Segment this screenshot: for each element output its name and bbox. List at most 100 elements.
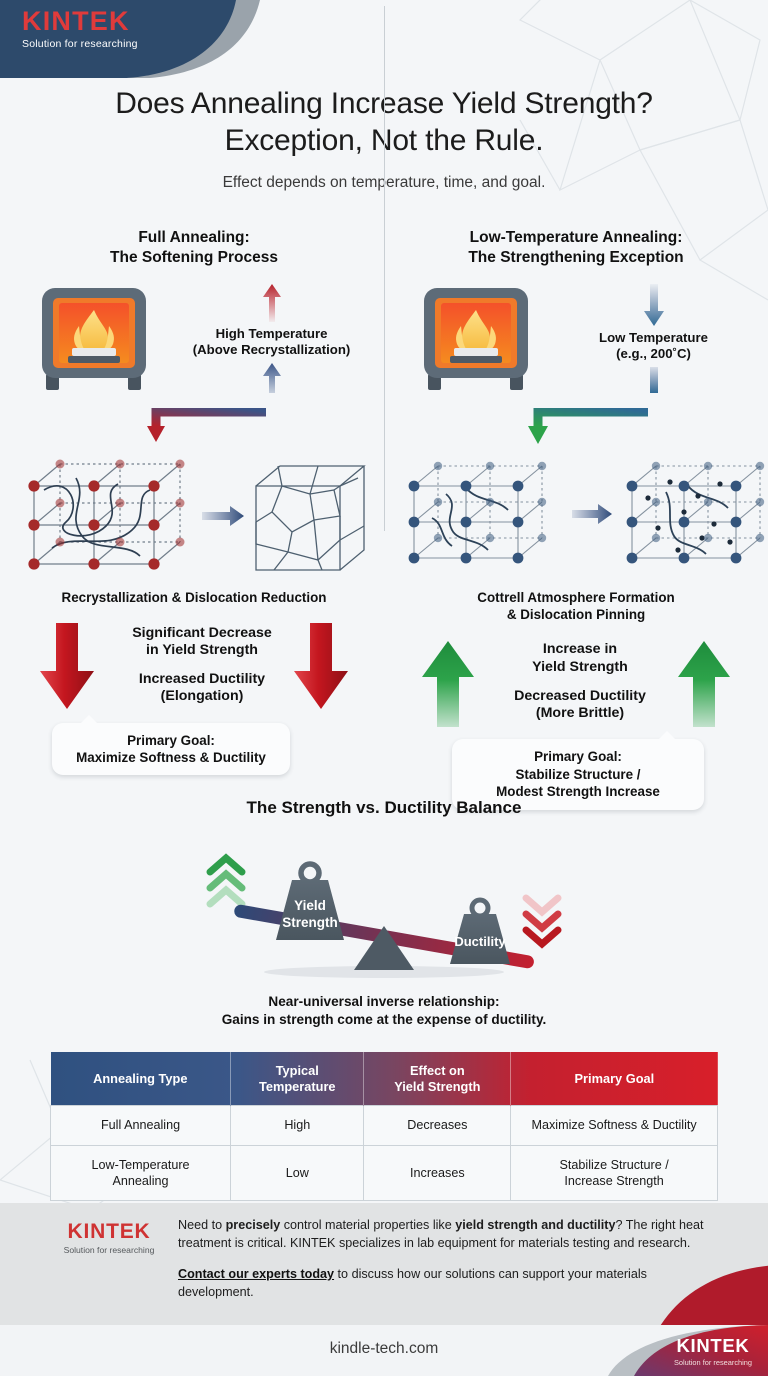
table-header-typical-temperature: Typical Temperature xyxy=(230,1052,365,1106)
contact-experts-link[interactable]: Contact our experts today xyxy=(178,1266,335,1281)
bottom-logo-tagline: Solution for researching xyxy=(673,1357,752,1367)
weight-ductility: Ductility xyxy=(450,897,510,964)
th3-line1: Effect on xyxy=(409,1063,465,1078)
column-heading-right: Low-Temperature Annealing: The Strengthe… xyxy=(386,228,766,268)
bottom-logo: KINTEK Solution for researching xyxy=(673,1335,752,1367)
balance-note-line2: Gains in strength come at the expense of… xyxy=(221,1011,547,1027)
cta-logo: KINTEK Solution for researching xyxy=(46,1221,172,1255)
cta-paragraph-1: Need to precisely control material prope… xyxy=(178,1216,726,1253)
cell-type-1: Low-Temperature Annealing xyxy=(49,1144,232,1202)
outcome-left-2b: (Elongation) xyxy=(160,688,244,705)
cell-temperature-1: Low xyxy=(230,1144,365,1202)
column-heading-right-line2: The Strengthening Exception xyxy=(468,248,684,266)
temperature-label-right-line1: Low Temperature xyxy=(599,329,708,345)
cell-goal-1-line1: Stabilize Structure / xyxy=(559,1157,669,1172)
goal-left-line2: Maximize Softness & Ductility xyxy=(76,749,266,765)
brand-logo-header: KINTEK Solution for researching xyxy=(22,6,138,51)
cta-paragraph-2: Contact our experts today to discuss how… xyxy=(178,1265,726,1302)
furnace-row-right: Low Temperature (e.g., 200˚C) xyxy=(386,283,766,414)
cell-effect-1: Increases xyxy=(363,1144,512,1202)
cta-section: KINTEK Solution for researching Need to … xyxy=(0,1203,768,1325)
outcome-text-right: Increase in Yield Strength Decreased Duc… xyxy=(386,641,766,722)
column-heading-left-line2: The Softening Process xyxy=(110,248,278,266)
goal-right-line1: Primary Goal: xyxy=(534,749,622,765)
cta-logo-name: KINTEK xyxy=(67,1220,151,1243)
arrow-line-blue-icon xyxy=(649,366,658,393)
cell-goal-0: Maximize Softness & Ductility xyxy=(510,1105,718,1146)
lattice-dislocation-red-icon xyxy=(28,459,185,570)
lattice-row-left xyxy=(4,450,384,582)
cta-p1-c: control material properties like xyxy=(280,1218,456,1232)
arrow-up-blue-icon xyxy=(262,362,281,393)
outcome-text-left: Significant Decrease in Yield Strength I… xyxy=(4,625,384,706)
column-heading-right-line1: Low-Temperature Annealing: xyxy=(469,229,683,246)
temperature-block-left: High Temperature (Above Recrystallizatio… xyxy=(164,283,379,393)
column-heading-left-line1: Full Annealing: xyxy=(138,229,250,246)
bottom-decor-shape xyxy=(608,1325,768,1376)
bottom-logo-name: KINTEK xyxy=(676,1335,750,1356)
lattice-row-right xyxy=(386,450,766,582)
furnace-flame-icon xyxy=(40,286,150,397)
column-divider xyxy=(384,6,385,531)
th2-line2: Temperature xyxy=(258,1078,336,1094)
cell-type-0: Full Annealing xyxy=(49,1105,232,1146)
brand-tagline: Solution for researching xyxy=(22,38,138,50)
outcome-left-1a: Significant Decrease xyxy=(132,624,272,641)
arrow-up-green-large-icon xyxy=(678,641,730,728)
arrow-up-green-large-icon xyxy=(422,641,474,728)
cell-type-1-line1: Low-Temperature xyxy=(91,1157,190,1172)
th3-line2: Yield Strength xyxy=(394,1078,481,1094)
cell-effect-0: Decreases xyxy=(363,1105,512,1146)
furnace-row-left: High Temperature (Above Recrystallizatio… xyxy=(4,283,384,414)
temperature-block-right: Low Temperature (e.g., 200˚C) xyxy=(546,283,761,393)
table-header-primary-goal: Primary Goal xyxy=(574,1070,655,1086)
cell-goal-1: Stabilize Structure / Increase Strength xyxy=(510,1144,718,1202)
connector-left xyxy=(4,407,384,448)
connector-right xyxy=(386,407,766,448)
balance-title: The Strength vs. Ductility Balance xyxy=(246,798,522,817)
brand-name: KINTEK xyxy=(22,6,130,36)
primary-goal-callout-right: Primary Goal: Stabilize Structure / Mode… xyxy=(452,731,704,810)
weight-yield-strength: Yield Strength xyxy=(276,861,344,940)
outcome-left-2a: Increased Ductility xyxy=(138,671,266,688)
goal-bubble-wrap-right: Primary Goal: Stabilize Structure / Mode… xyxy=(386,731,766,810)
lattice-caption-right: Cottrell Atmosphere Formation & Dislocat… xyxy=(386,590,766,624)
summary-table: Annealing Type Typical Temperature Effec… xyxy=(49,1052,718,1202)
table-row: Low-Temperature Annealing Low Increases … xyxy=(49,1144,718,1202)
furnace-flame-icon xyxy=(422,286,532,397)
column-heading-left: Full Annealing: The Softening Process xyxy=(4,228,384,268)
outcome-right-2a: Decreased Ductility xyxy=(514,688,646,705)
goal-right-line2: Stabilize Structure / xyxy=(515,766,641,782)
table-row: Full Annealing High Decreases Maximize S… xyxy=(49,1105,718,1146)
chevron-down-red-icon xyxy=(522,894,562,949)
balance-section: The Strength vs. Ductility Balance xyxy=(0,798,768,1029)
cta-p1-a: Need to xyxy=(178,1218,226,1232)
outcome-left-1b: in Yield Strength xyxy=(146,641,258,658)
cell-goal-1-line2: Increase Strength xyxy=(564,1173,664,1188)
cell-type-1-line2: Annealing xyxy=(112,1173,169,1188)
goal-left-line1: Primary Goal: xyxy=(127,732,215,748)
arrow-down-blue-icon xyxy=(643,283,664,326)
arrow-right-blue-icon xyxy=(572,503,612,524)
seesaw-diagram: Yield Strength Ductility xyxy=(0,832,768,987)
temperature-label-left-line2: (Above Recrystallization) xyxy=(192,342,351,358)
bottom-bar: kindle-tech.com KINTEK Solution for rese… xyxy=(0,1325,768,1376)
outcome-right-1a: Increase in xyxy=(542,641,618,658)
site-url[interactable]: kindle-tech.com xyxy=(329,1340,439,1357)
table-header-row: Annealing Type Typical Temperature Effec… xyxy=(50,1052,718,1106)
brand-header-shape xyxy=(0,0,300,78)
weight-right-label: Ductility xyxy=(454,934,506,949)
cell-temperature-0: High xyxy=(230,1105,365,1146)
column-low-temperature-annealing: Low-Temperature Annealing: The Strengthe… xyxy=(386,228,766,810)
table-header-effect-yield-strength: Effect on Yield Strength xyxy=(363,1052,512,1106)
comparison-columns: Full Annealing: The Softening Process xyxy=(0,228,768,810)
lattice-caption-left: Recrystallization & Dislocation Reductio… xyxy=(61,589,327,605)
table-header-annealing-type: Annealing Type xyxy=(50,1052,232,1106)
cta-text: Need to precisely control material prope… xyxy=(178,1216,726,1302)
arrow-down-red-large-icon xyxy=(294,622,348,709)
chevron-up-green-icon xyxy=(206,853,246,908)
cta-logo-tagline: Solution for researching xyxy=(63,1245,155,1255)
outcome-block-left: Significant Decrease in Yield Strength I… xyxy=(4,621,384,719)
goal-right-line3: Modest Strength Increase xyxy=(496,784,660,800)
